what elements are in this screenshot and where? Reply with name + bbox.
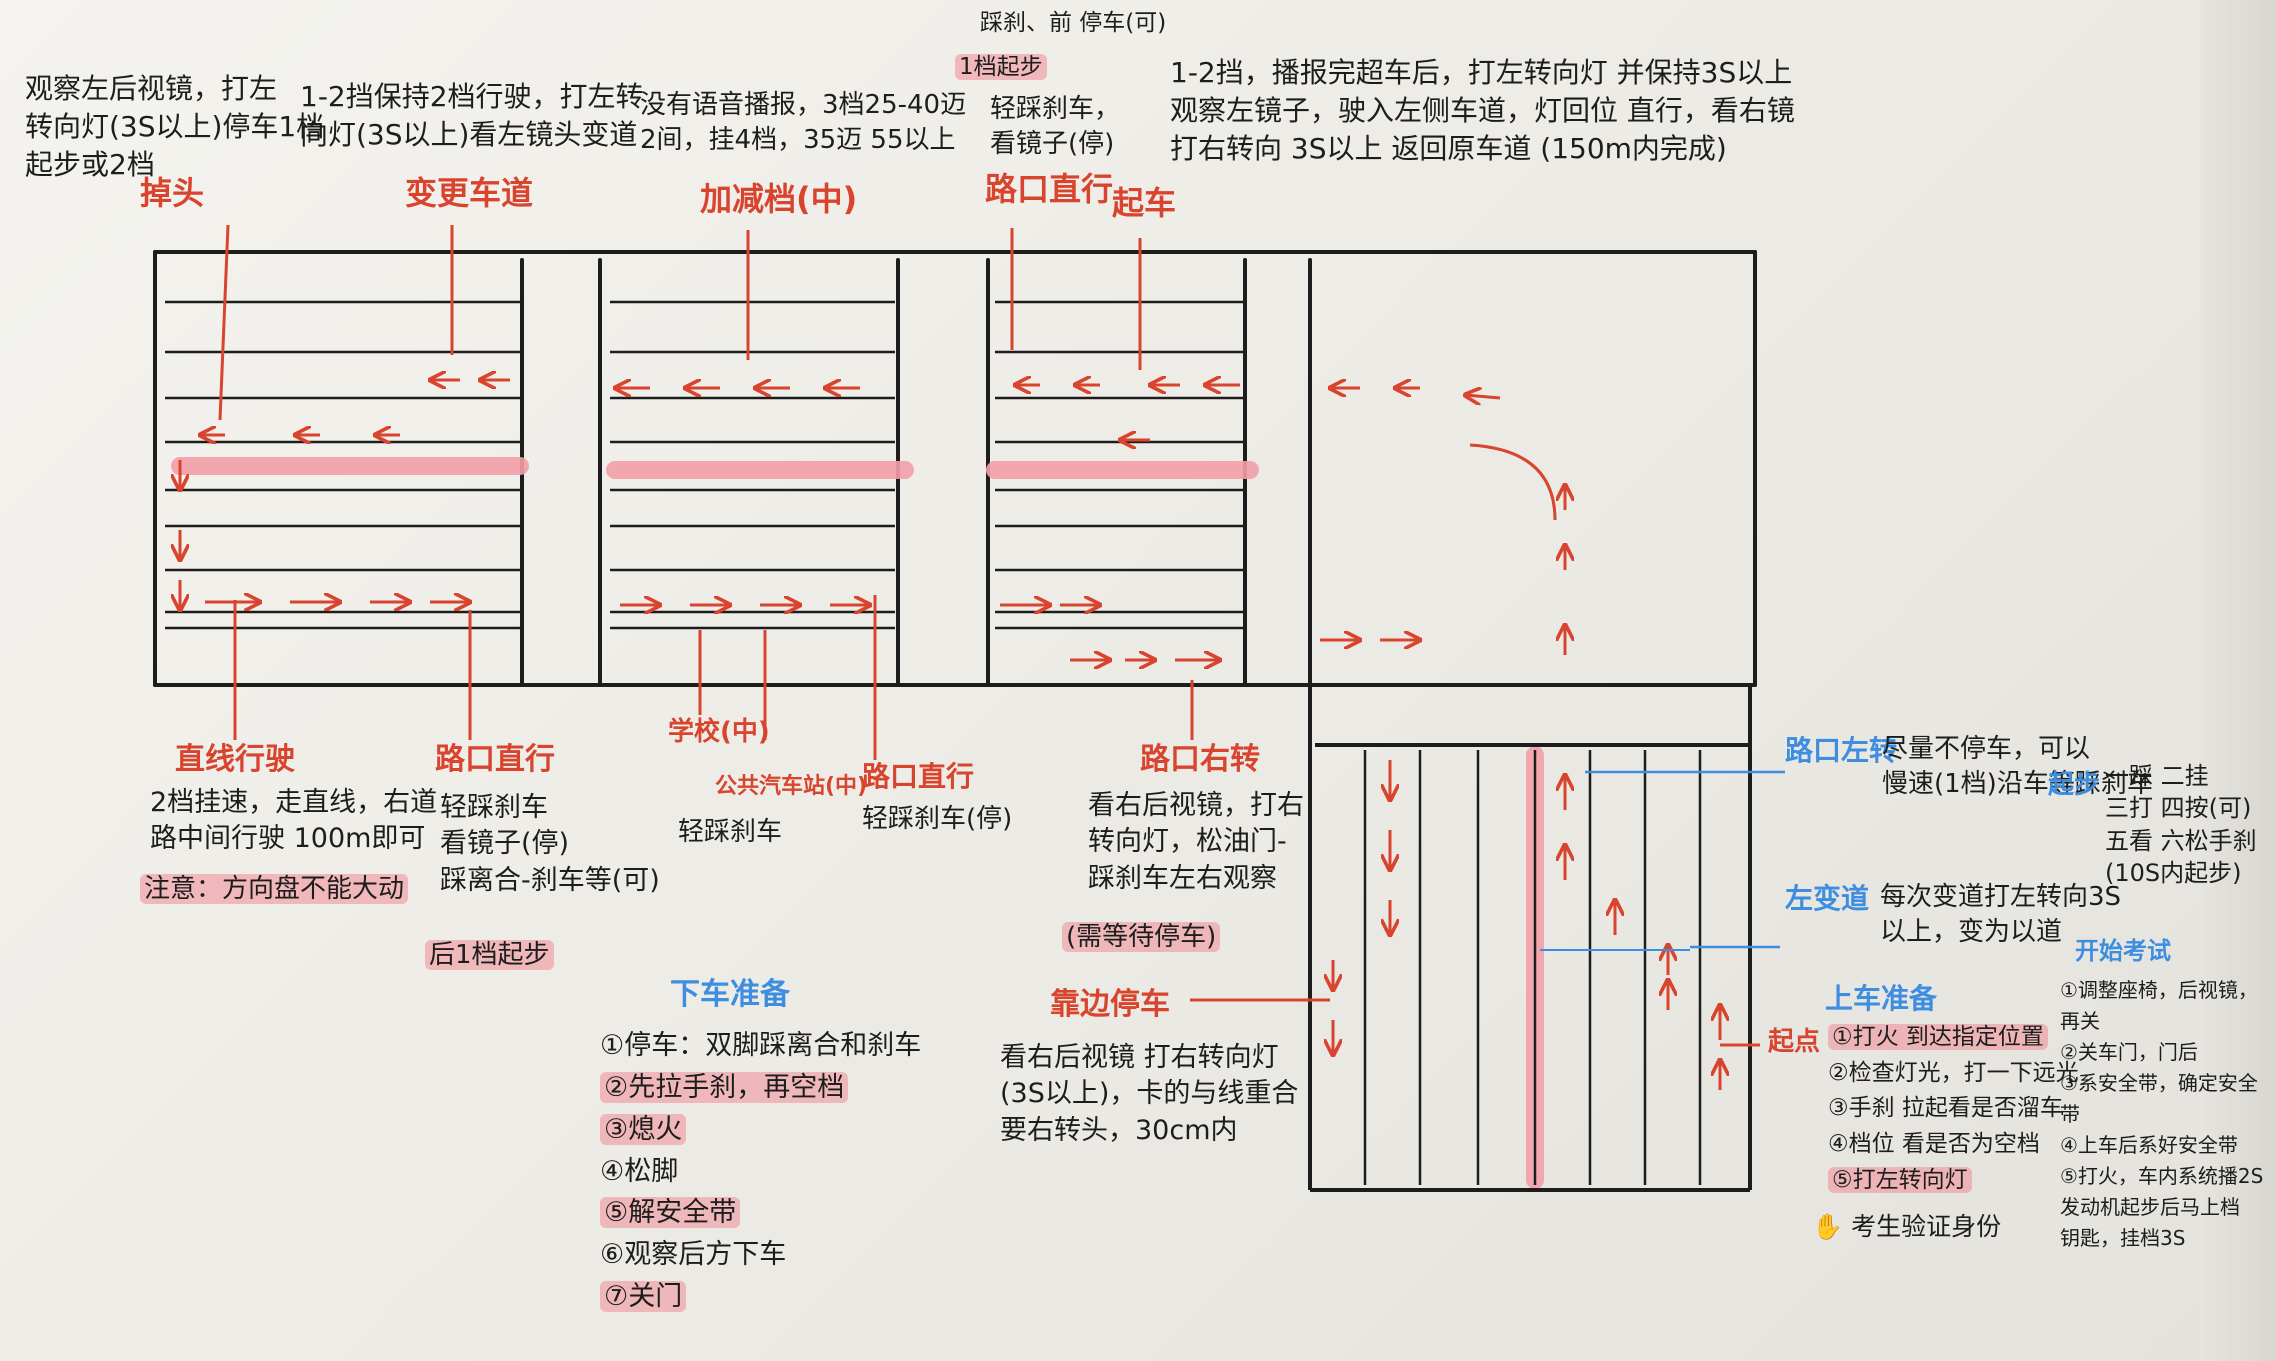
xiache-item: ⑤解安全带 <box>600 1192 921 1234</box>
lukou-top-desc3: 轻踩刹车， 看镜子(停) <box>990 94 1121 160</box>
kaishi-item: 发动机起步后马上档 <box>2060 1195 2240 1219</box>
lukou-top-desc1: 踩刹、前 停车(可) <box>980 10 1167 36</box>
diaotou-label: 掉头 <box>140 174 205 212</box>
gongjiao-label: 公共汽车站(中) <box>715 774 868 799</box>
youzhuan-highlight: (需等待停车) <box>1062 920 1221 955</box>
lukou-top-label: 路口直行 <box>985 170 1114 208</box>
kaishi-item: ②关车门，门后 <box>2060 1040 2198 1064</box>
xiache-item: ⑥观察后方下车 <box>600 1239 787 1271</box>
shangche-item: ④档位 看是否为空档 <box>1828 1130 2040 1157</box>
shangche-item: ⑤打左转向灯 <box>1828 1163 2079 1199</box>
kaobian-label: 靠边停车 <box>1050 987 1170 1022</box>
zuozhuan-label: 路口左转 <box>1785 734 1898 767</box>
kaishi-item: ④上车后系好安全带 <box>2060 1133 2238 1157</box>
jiajian-desc: 没有语音播报，3档25-40迈 2间，挂4档，35迈 55以上 <box>640 90 967 156</box>
qidian-label: 起点 <box>1768 1027 1821 1057</box>
xuexiao-label: 学校(中) <box>668 717 770 747</box>
shangche-item: ②检查灯光，打一下远光 <box>1828 1059 2079 1086</box>
xiache-item: ⑦关门 <box>600 1276 921 1318</box>
kaishi-item: ①调整座椅，后视镜，再关 <box>2060 978 2258 1033</box>
shangche-item: ③手刹 拉起看是否溜车 <box>1828 1095 2063 1122</box>
shenfen: ✋ 考生验证身份 <box>1812 1212 2002 1241</box>
youzhuan-desc: 看右后视镜，打右 转向灯，松油门- 踩刹车左右观察 <box>1088 790 1304 894</box>
zuozhuan-desc: 尽量不停车，可以 慢速(1档)沿车等踩刹车 <box>1882 734 2153 800</box>
leader-line <box>218 224 230 421</box>
xiache-item: ②先拉手刹，再空档 <box>600 1067 921 1109</box>
xiache-item: ③熄火 <box>600 1109 921 1151</box>
qibu-label: 起步 <box>2048 770 2101 800</box>
kaishi-title: 开始考试 <box>2075 937 2171 965</box>
kaishi-list: ①调整座椅，后视镜，再关 ②关车门，门后 ③系安全带，确定安全带 ④上车后系好安全带 ⑤… <box>2060 975 2270 1254</box>
kaobian-desc: 看右后视镜 打右转向灯 (3S以上)，卡的与线重合 要右转头，30cm内 <box>1000 1042 1299 1146</box>
zhixian-label: 直线行驶 <box>175 742 295 777</box>
youzhuan-label: 路口右转 <box>1140 742 1260 777</box>
lukou1-label: 路口直行 <box>435 742 555 777</box>
xiache-title: 下车准备 <box>670 977 790 1012</box>
kaishi-item: 钥匙，挂档3S <box>2060 1226 2186 1250</box>
zhixian-highlight: 注意：方向盘不能大动 <box>140 872 409 907</box>
biandao-right-label: 左变道 <box>1785 882 1870 915</box>
chaoche-label: 起车 <box>1112 184 1177 222</box>
xiache-item: ④松脚 <box>600 1155 679 1187</box>
biandao-right-desc: 每次变道打左转向3S 以上，变为以道 <box>1880 882 2122 948</box>
lukou1-desc: 轻踩刹车 看镜子(停) 踩离合-刹车等(可) <box>440 792 660 896</box>
shangche-list: ①打火 到达指定位置 ②检查灯光，打一下远光 ③手刹 拉起看是否溜车 ④档位 看是否为… <box>1828 1020 2079 1198</box>
shangche-item: ①打火 到达指定位置 <box>1828 1020 2079 1056</box>
qibu-desc: 一踩 二挂 三打 四按(可) 五看 六松手刹 (10S内起步) <box>2105 762 2257 888</box>
arrow-icon <box>1465 395 1501 398</box>
biandao-label: 变更车道 <box>405 174 534 212</box>
shangche-title: 上车准备 <box>1825 982 1938 1015</box>
jiajian-label: 加减档(中) <box>700 180 858 218</box>
chaoche-desc: 1-2挡，播报完超车后，打左转向灯 并保持3S以上 观察左镜子，驶入左侧车道，灯… <box>1170 56 1795 165</box>
lukou2-label: 路口直行 <box>862 760 975 793</box>
biandao-desc: 1-2挡保持2档行驶，打左转 向灯(3S以上)看左镜头变道 <box>300 80 644 151</box>
hand-icon: ✋ <box>1812 1212 1844 1241</box>
kaishi-item: ③系安全带，确定安全带 <box>2060 1071 2258 1126</box>
kaishi-item: ⑤打火，车内系统播2S <box>2060 1164 2264 1188</box>
zhixian-desc: 2档挂速，走直线，右道 路中间行驶 100m即可 <box>150 787 438 855</box>
lukou-top-desc2: 1档起步 <box>955 52 1047 83</box>
diaotou-desc: 观察左后视镜，打左 转向灯(3S以上)停车1档 起步或2档 <box>25 72 325 181</box>
lukou2-desc: 轻踩刹车(停) <box>862 804 1013 834</box>
paper-edge <box>2200 0 2276 1361</box>
xiache-item: ①停车：双脚踩离合和刹车 <box>600 1030 922 1061</box>
gongjiao-desc: 轻踩刹车 <box>678 817 783 847</box>
lukou1-highlight: 后1档起步 <box>425 938 554 973</box>
